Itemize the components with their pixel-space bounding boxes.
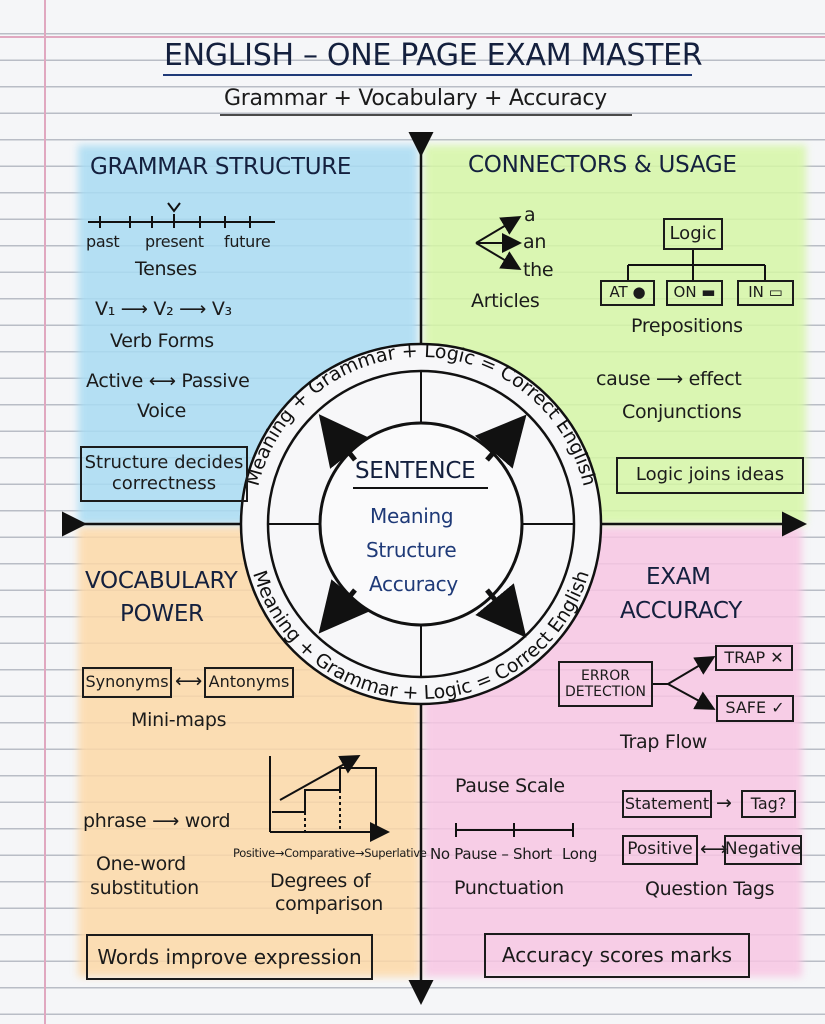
voice-sequence: Active ⟷ Passive (86, 370, 250, 392)
mini-maps-label: Mini-maps (131, 709, 227, 731)
prepositions-label: Prepositions (631, 315, 743, 337)
phrase-sequence: phrase ⟶ word (83, 810, 231, 832)
vocabulary-heading: POWER (120, 601, 204, 627)
center-heading: SENTENCE (355, 458, 476, 484)
safe-box: SAFE ✓ (716, 695, 794, 722)
negative-box: Negative (724, 835, 802, 865)
center-line: Accuracy (369, 572, 458, 596)
antonyms-box: Antonyms (204, 667, 294, 698)
connectors-heading: CONNECTORS & USAGE (468, 152, 737, 178)
center-line: Meaning (370, 504, 454, 528)
preposition-on: ON ▬ (666, 280, 723, 306)
double-arrow-icon: ⟷ (700, 838, 727, 860)
pause-scale-label: Pause Scale (455, 775, 565, 797)
margin-line (44, 0, 46, 1024)
trap-flow-label: Trap Flow (620, 731, 708, 753)
center-line: Structure (366, 538, 457, 562)
box-line: ERROR (580, 667, 631, 684)
article-an: an (523, 231, 547, 253)
tag-box: Tag? (741, 790, 796, 818)
timeline-present: present (145, 232, 204, 251)
verb-forms-sequence: V₁ ⟶ V₂ ⟶ V₃ (95, 298, 232, 320)
exam-heading: ACCURACY (620, 598, 742, 624)
timeline-past: past (86, 232, 120, 251)
synonyms-box: Synonyms (82, 667, 172, 698)
preposition-at: AT ● (600, 280, 655, 306)
double-arrow-icon: ⟷ (175, 670, 202, 692)
degrees-sequence: Positive→Comparative→Superlative (233, 846, 427, 860)
trap-box: TRAP ✕ (715, 645, 793, 671)
pause-scale-left: No Pause – Short (430, 845, 552, 863)
exam-heading: EXAM (646, 564, 711, 590)
vocabulary-summary-box: Words improve expression (86, 934, 373, 980)
box-line: Structure decides (84, 452, 244, 474)
logic-box: Logic (663, 218, 723, 250)
question-tags-label: Question Tags (645, 878, 775, 900)
grammar-heading: GRAMMAR STRUCTURE (90, 154, 352, 180)
conjunctions-label: Conjunctions (622, 401, 742, 423)
box-line: correctness (111, 473, 217, 494)
punctuation-label: Punctuation (454, 877, 564, 899)
article-the: the (523, 259, 554, 281)
verb-forms-label: Verb Forms (110, 330, 214, 352)
vocabulary-heading: VOCABULARY (85, 568, 238, 594)
positive-box: Positive (622, 835, 698, 865)
preposition-in: IN ▭ (737, 280, 794, 306)
statement-box: Statement (622, 790, 712, 818)
one-word-label: One-word (96, 853, 186, 875)
header-rule (0, 36, 825, 38)
degrees-label: comparison (275, 893, 383, 915)
page-title: ENGLISH – ONE PAGE EXAM MASTER (164, 38, 703, 73)
connectors-summary-box: Logic joins ideas (616, 457, 804, 494)
pause-scale-right: Long (562, 845, 598, 863)
one-word-label: substitution (90, 877, 199, 899)
degrees-label: Degrees of (270, 870, 371, 892)
box-line: DETECTION (565, 684, 646, 700)
timeline-future: future (224, 232, 271, 251)
page-subtitle: Grammar + Vocabulary + Accuracy (224, 86, 607, 111)
arrow-icon: → (716, 792, 732, 814)
articles-label: Articles (471, 290, 540, 312)
conjunction-sequence: cause ⟶ effect (596, 368, 742, 390)
article-a: a (524, 204, 536, 226)
voice-label: Voice (137, 400, 187, 422)
tenses-label: Tenses (135, 258, 197, 280)
exam-summary-box: Accuracy scores marks (484, 933, 750, 978)
